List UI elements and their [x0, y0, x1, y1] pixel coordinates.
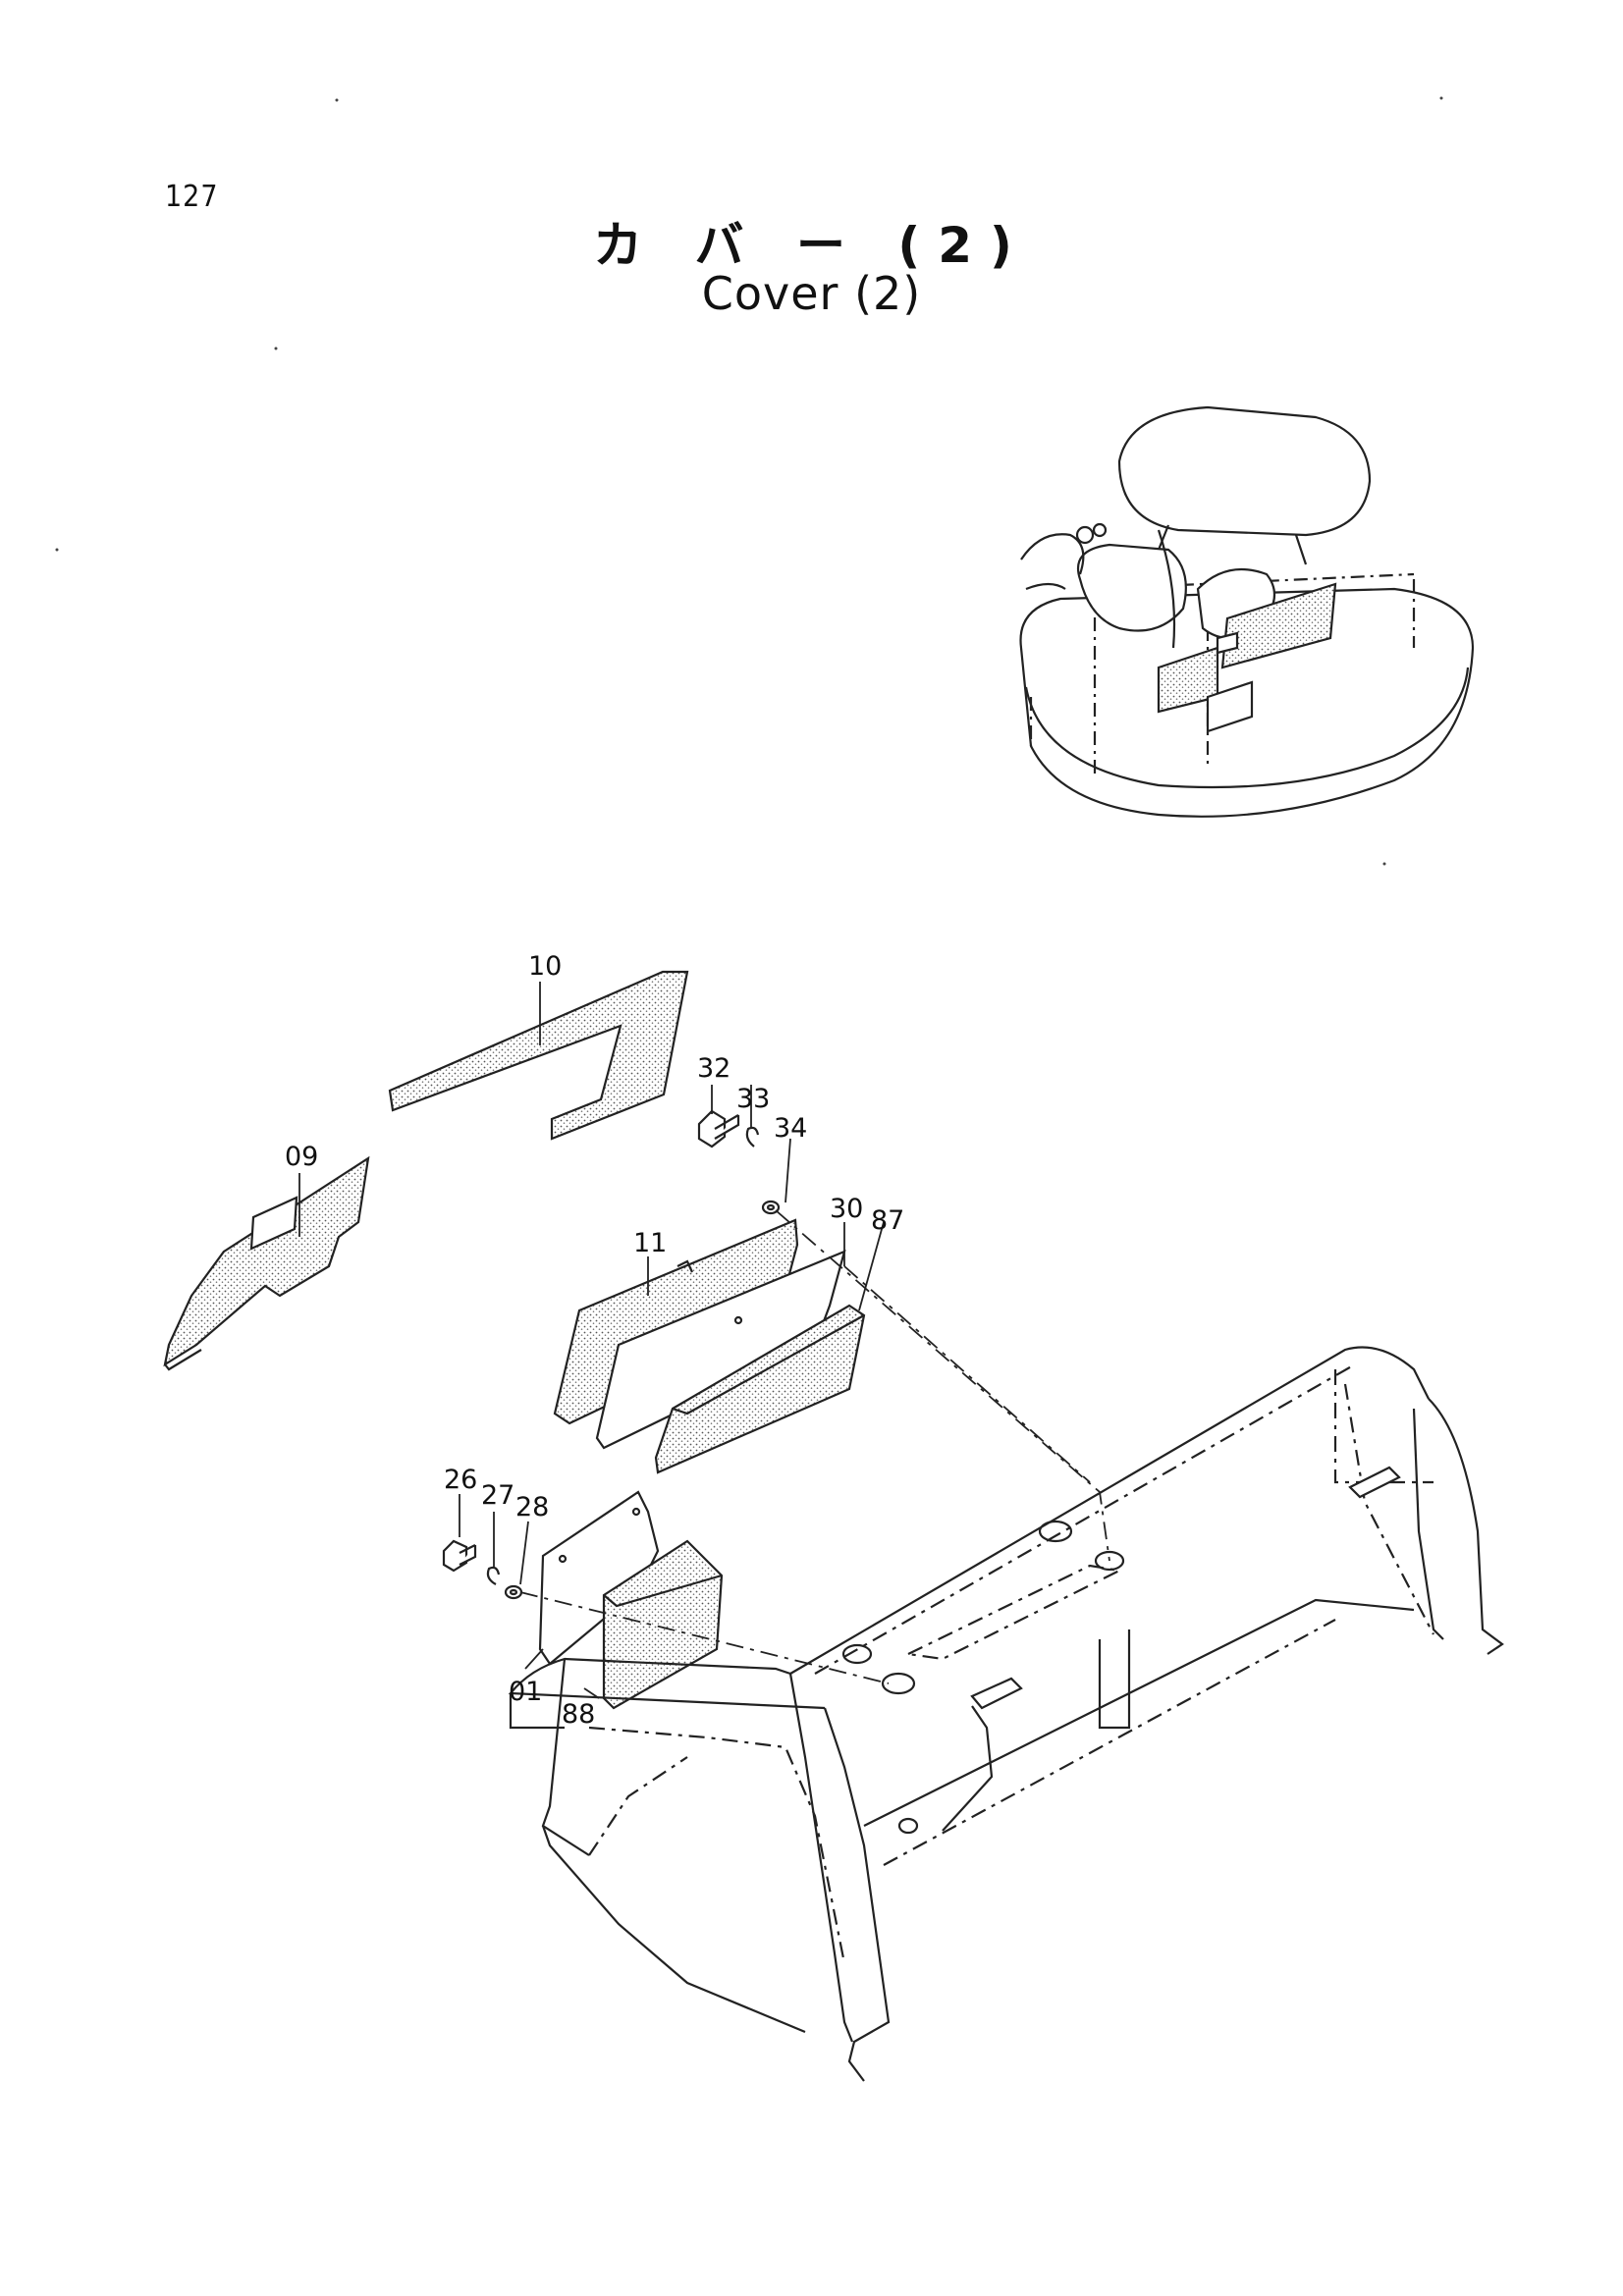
leader-lines [298, 982, 1110, 1699]
callout-32: 32 [697, 1053, 730, 1084]
page-number: 127 [165, 180, 219, 214]
callout-27: 27 [481, 1480, 514, 1511]
callout-30: 30 [830, 1194, 863, 1224]
callout-28: 28 [515, 1492, 549, 1522]
part-87-sponge-block [654, 1304, 866, 1474]
callout-88: 88 [562, 1699, 595, 1730]
fastener-washer-28 [504, 1584, 523, 1600]
callout-09: 09 [285, 1142, 318, 1172]
callout-10: 10 [528, 951, 562, 982]
mount-frame [508, 1346, 1504, 2082]
part-10-cover-strip [388, 970, 689, 1141]
callout-33: 33 [736, 1084, 770, 1114]
print-specks [55, 96, 1443, 866]
page-title-english: Cover (2) [701, 267, 922, 320]
overview-machine-sketch [1019, 405, 1475, 818]
callout-26: 26 [444, 1465, 477, 1495]
callout-01: 01 [509, 1677, 542, 1707]
fastener-washer-27 [486, 1566, 501, 1585]
fastener-washer-33 [745, 1126, 760, 1148]
callout-labels: 10 09 32 33 34 11 30 87 26 27 28 01 88 [285, 951, 904, 1730]
part-09-cover-panel [163, 1155, 370, 1371]
page-title-japanese: カ バ ー (2) [593, 217, 1030, 274]
callout-87: 87 [871, 1205, 904, 1236]
fastener-bolt-32 [697, 1109, 740, 1148]
callout-34: 34 [774, 1113, 807, 1144]
fastener-bolt-26 [442, 1539, 477, 1573]
fastener-washer-34 [761, 1200, 781, 1215]
callout-11: 11 [633, 1228, 667, 1258]
